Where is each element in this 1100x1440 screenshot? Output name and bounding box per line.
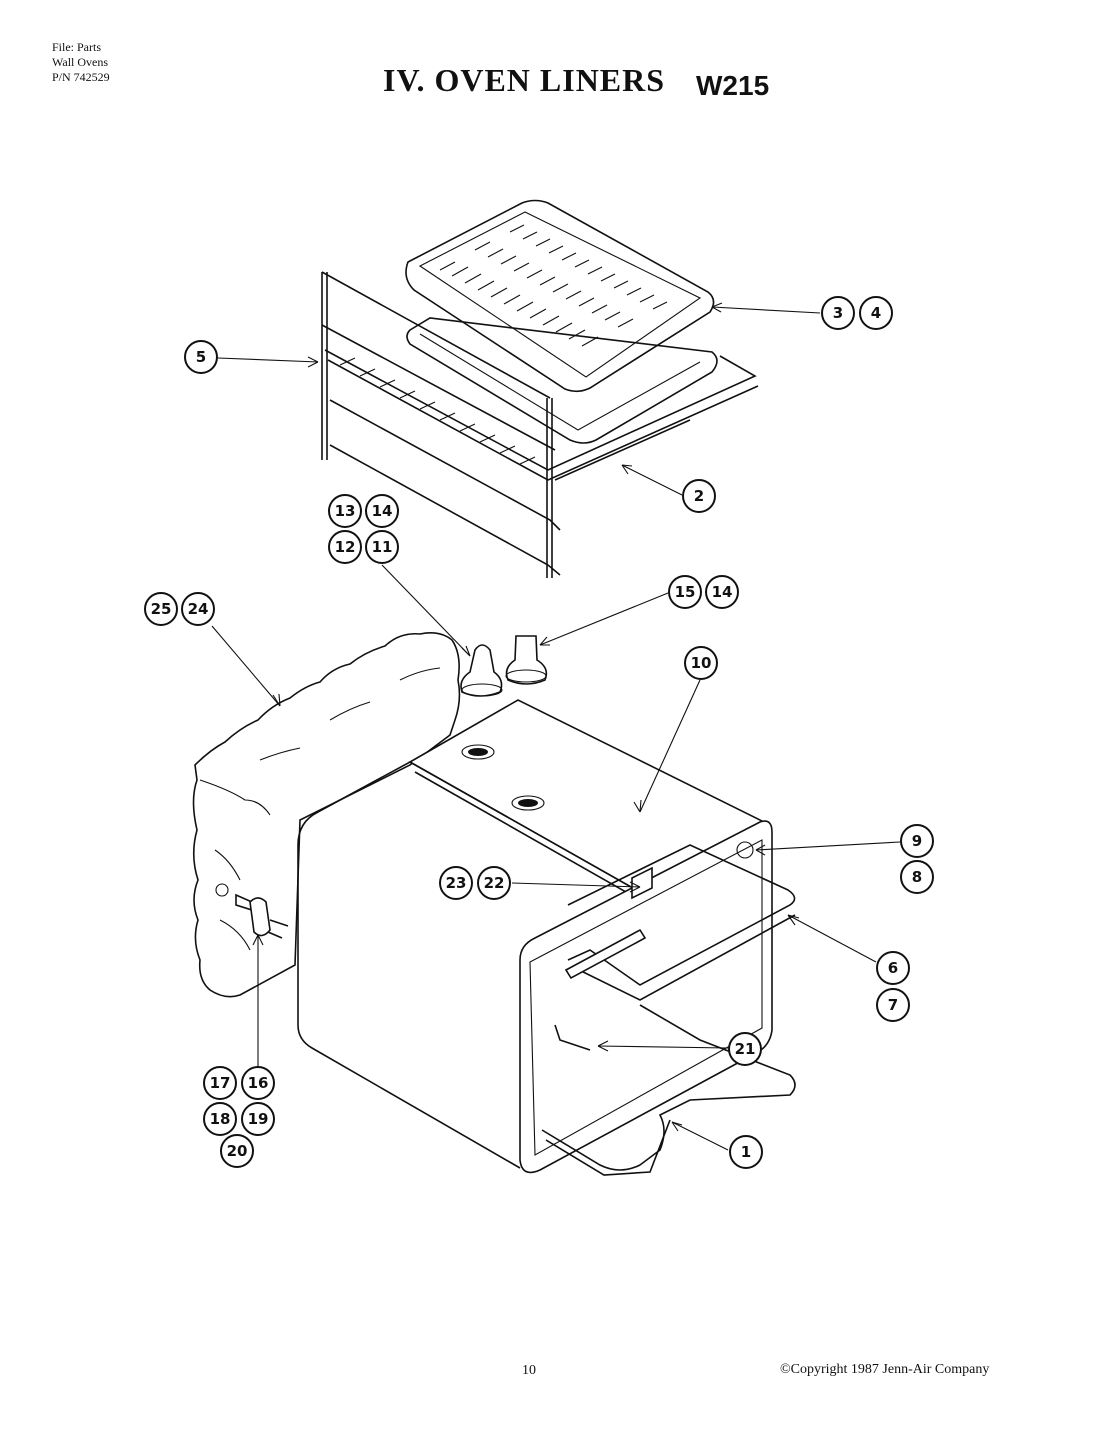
callout-13: 13 xyxy=(328,494,362,528)
callout-label: 10 xyxy=(691,654,712,672)
callout-24: 24 xyxy=(181,592,215,626)
callout-label: 22 xyxy=(484,874,505,892)
callout-2: 2 xyxy=(682,479,716,513)
callout-label: 23 xyxy=(446,874,467,892)
callout-label: 15 xyxy=(675,583,696,601)
callout-25: 25 xyxy=(144,592,178,626)
copyright-notice: ©Copyright 1987 Jenn-Air Company xyxy=(780,1362,990,1377)
callout-9: 9 xyxy=(900,824,934,858)
callout-20: 20 xyxy=(220,1134,254,1168)
oven-rack-drawing xyxy=(321,271,759,578)
callout-7: 7 xyxy=(876,988,910,1022)
sensor-housings-drawing xyxy=(460,635,548,697)
callout-6: 6 xyxy=(876,951,910,985)
callout-5: 5 xyxy=(184,340,218,374)
callout-label: 20 xyxy=(227,1142,248,1160)
callout-label: 24 xyxy=(188,600,209,618)
callout-8: 8 xyxy=(900,860,934,894)
callout-label: 5 xyxy=(196,348,206,366)
callout-label: 19 xyxy=(248,1110,269,1128)
callout-label: 8 xyxy=(912,868,922,886)
file-info: File: Parts Wall Ovens P/N 742529 xyxy=(52,40,110,85)
callout-label: 2 xyxy=(694,487,704,505)
callout-label: 4 xyxy=(871,304,881,322)
callout-label: 11 xyxy=(372,538,393,556)
callout-17: 17 xyxy=(203,1066,237,1100)
callout-23: 23 xyxy=(439,866,473,900)
category-line: Wall Ovens xyxy=(52,55,109,69)
broiler-pan-drawing xyxy=(405,199,718,444)
callout-label: 3 xyxy=(833,304,843,322)
callout-label: 1 xyxy=(741,1143,751,1161)
callout-label: 14 xyxy=(712,583,733,601)
callout-label: 21 xyxy=(735,1040,756,1058)
callout-15: 15 xyxy=(668,575,702,609)
callout-11: 11 xyxy=(365,530,399,564)
callout-12: 12 xyxy=(328,530,362,564)
callout-3: 3 xyxy=(821,296,855,330)
page-number: 10 xyxy=(522,1363,536,1378)
callout-18: 18 xyxy=(203,1102,237,1136)
callout-21: 21 xyxy=(728,1032,762,1066)
callout-label: 7 xyxy=(888,996,898,1014)
part-number-line: P/N 742529 xyxy=(52,70,110,84)
model-number: W215 xyxy=(696,70,770,101)
callout-label: 12 xyxy=(335,538,356,556)
heating-elements-drawing xyxy=(541,841,796,1176)
callout-14-right: 14 xyxy=(705,575,739,609)
hinge-parts-drawing xyxy=(215,883,289,939)
callout-label: 6 xyxy=(888,959,898,977)
callout-label: 16 xyxy=(248,1074,269,1092)
page-title: IV. OVEN LINERS xyxy=(383,62,666,98)
insulation-drawing xyxy=(192,632,461,998)
file-line: File: Parts xyxy=(52,40,102,54)
callout-label: 13 xyxy=(335,502,356,520)
callout-label: 25 xyxy=(151,600,172,618)
callout-label: 17 xyxy=(210,1074,231,1092)
oven-liner-drawing xyxy=(297,699,773,1174)
callout-19: 19 xyxy=(241,1102,275,1136)
callout-label: 14 xyxy=(372,502,393,520)
leader-lines xyxy=(211,302,901,1151)
callout-16: 16 xyxy=(241,1066,275,1100)
callout-label: 18 xyxy=(210,1110,231,1128)
callout-22: 22 xyxy=(477,866,511,900)
callout-4: 4 xyxy=(859,296,893,330)
callout-10: 10 xyxy=(684,646,718,680)
callout-14-upper: 14 xyxy=(365,494,399,528)
callout-1: 1 xyxy=(729,1135,763,1169)
callout-label: 9 xyxy=(912,832,922,850)
